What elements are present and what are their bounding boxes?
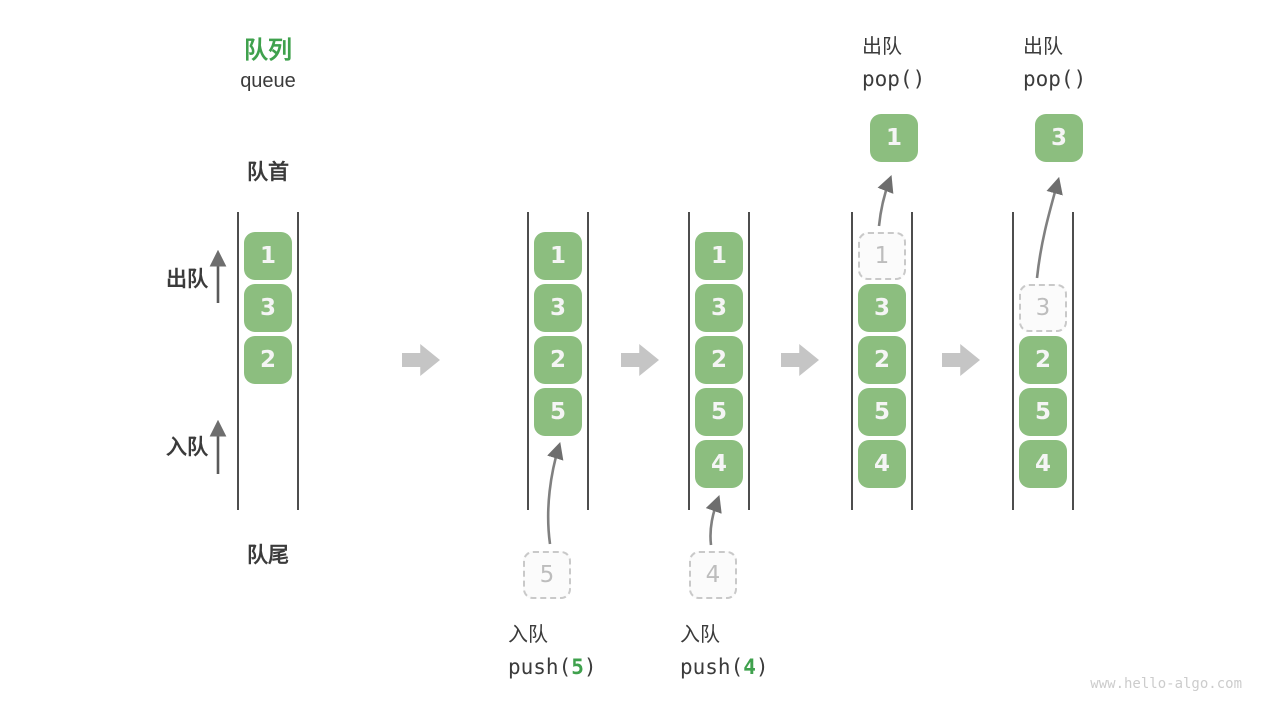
staged-item-box: 5 (523, 551, 571, 599)
queue-item-box: 5 (534, 388, 582, 436)
enqueue-direction-label: 入队 (166, 436, 208, 459)
queue-item-box: 2 (695, 336, 743, 384)
page-title: 队列 (244, 37, 292, 64)
push-label-zh: 入队 (680, 624, 720, 646)
queue-wall-right (911, 212, 913, 510)
pop-code: pop() (1023, 67, 1087, 91)
queue-item-box: 5 (695, 388, 743, 436)
push-code: push(4) (680, 655, 769, 679)
queue-wall-left (688, 212, 690, 510)
queue-wall-left (851, 212, 853, 510)
queue-item-box: 3 (858, 284, 906, 332)
queue-item-box: 4 (695, 440, 743, 488)
queue-item-box: 2 (534, 336, 582, 384)
removed-item-box: 1 (858, 232, 906, 280)
queue-wall-right (297, 212, 299, 510)
push-arg: 4 (743, 655, 756, 679)
step-arrow-icon (402, 344, 440, 376)
dequeue-direction-label: 出队 (166, 268, 208, 291)
watermark: www.hello-algo.com (1090, 676, 1242, 692)
push-code: push(5) (508, 655, 597, 679)
queue-item-box: 5 (858, 388, 906, 436)
queue-rear-label: 队尾 (247, 544, 289, 567)
queue-front-label: 队首 (247, 161, 289, 184)
queue-item-box: 1 (534, 232, 582, 280)
pop-label-zh: 出队 (1023, 36, 1063, 58)
step-arrow-icon (621, 344, 659, 376)
pop-label-zh: 出队 (862, 36, 902, 58)
staged-item-box: 4 (689, 551, 737, 599)
popped-item-box: 1 (870, 114, 918, 162)
queue-wall-left (527, 212, 529, 510)
queue-item-box: 5 (1019, 388, 1067, 436)
push-arg: 5 (571, 655, 584, 679)
pop-code: pop() (862, 67, 926, 91)
popped-item-box: 3 (1035, 114, 1083, 162)
queue-wall-right (748, 212, 750, 510)
queue-wall-right (587, 212, 589, 510)
queue-item-box: 1 (695, 232, 743, 280)
page-subtitle: queue (240, 70, 296, 92)
queue-item-box: 4 (858, 440, 906, 488)
queue-item-box: 2 (858, 336, 906, 384)
pop-arrow (877, 175, 894, 227)
pop-arrow (1035, 176, 1063, 279)
step-arrow-icon (781, 344, 819, 376)
queue-item-box: 1 (244, 232, 292, 280)
queue-item-box: 4 (1019, 440, 1067, 488)
push-annotation-4: 入队 push(4) (680, 618, 769, 679)
push-label-zh: 入队 (508, 624, 548, 646)
queue-wall-left (237, 212, 239, 510)
queue-wall-right (1072, 212, 1074, 510)
queue-item-box: 3 (534, 284, 582, 332)
push-arrow (546, 441, 564, 545)
queue-item-box: 2 (244, 336, 292, 384)
pop-annotation-1: 出队 pop() (862, 30, 925, 91)
removed-item-box: 3 (1019, 284, 1067, 332)
push-annotation-5: 入队 push(5) (508, 618, 597, 679)
queue-wall-left (1012, 212, 1014, 510)
queue-item-box: 2 (1019, 336, 1067, 384)
queue-item-box: 3 (695, 284, 743, 332)
push-arrow (705, 495, 722, 546)
step-arrow-icon (942, 344, 980, 376)
queue-item-box: 3 (244, 284, 292, 332)
pop-annotation-2: 出队 pop() (1023, 30, 1086, 91)
